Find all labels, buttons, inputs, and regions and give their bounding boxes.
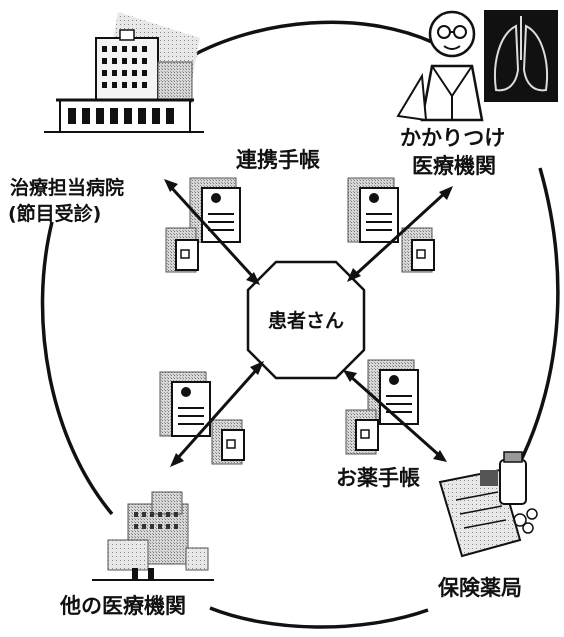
hoken-yakkyoku-label: 保険薬局	[438, 576, 522, 600]
arrow-top-left	[164, 179, 260, 285]
arrow-bottom-right	[343, 370, 447, 462]
arc-left	[40, 221, 114, 516]
notebook-cluster-top-right	[347, 177, 435, 273]
arrow-top-right	[347, 186, 453, 282]
kakaritsuke-label: かかりつけ	[400, 126, 506, 150]
kakaritsuke-sub-label: 医療機関	[412, 154, 496, 178]
patient-label: 患者さん	[267, 310, 344, 332]
arc-bottom	[209, 606, 429, 629]
pharmacy-medicine-icon	[438, 451, 538, 558]
cycle-arcs	[40, 20, 560, 629]
okusuri-techo-label: お薬手帳	[336, 466, 420, 490]
patient-octagon	[246, 260, 366, 380]
doctor-icon	[396, 10, 484, 122]
arrows	[164, 179, 453, 467]
notebook-cluster-top-left	[165, 177, 241, 273]
arc-top	[187, 20, 433, 60]
chiryo-hospital-label: 治療担当病院	[10, 177, 125, 199]
notebook-cluster-bottom-left	[159, 371, 245, 465]
arrow-bottom-left	[170, 361, 264, 467]
chiryo-hospital-sub-label: (節目受診)	[8, 203, 102, 225]
clinic-building-icon	[92, 491, 214, 581]
renkei-techo-label: 連携手帳	[236, 148, 320, 172]
hospital-building-icon	[44, 12, 204, 133]
other-institution-label: 他の医療機関	[60, 594, 186, 618]
notebook-cluster-bottom-right	[345, 359, 419, 455]
arc-right	[510, 167, 560, 479]
lung-xray-icon	[484, 10, 558, 102]
